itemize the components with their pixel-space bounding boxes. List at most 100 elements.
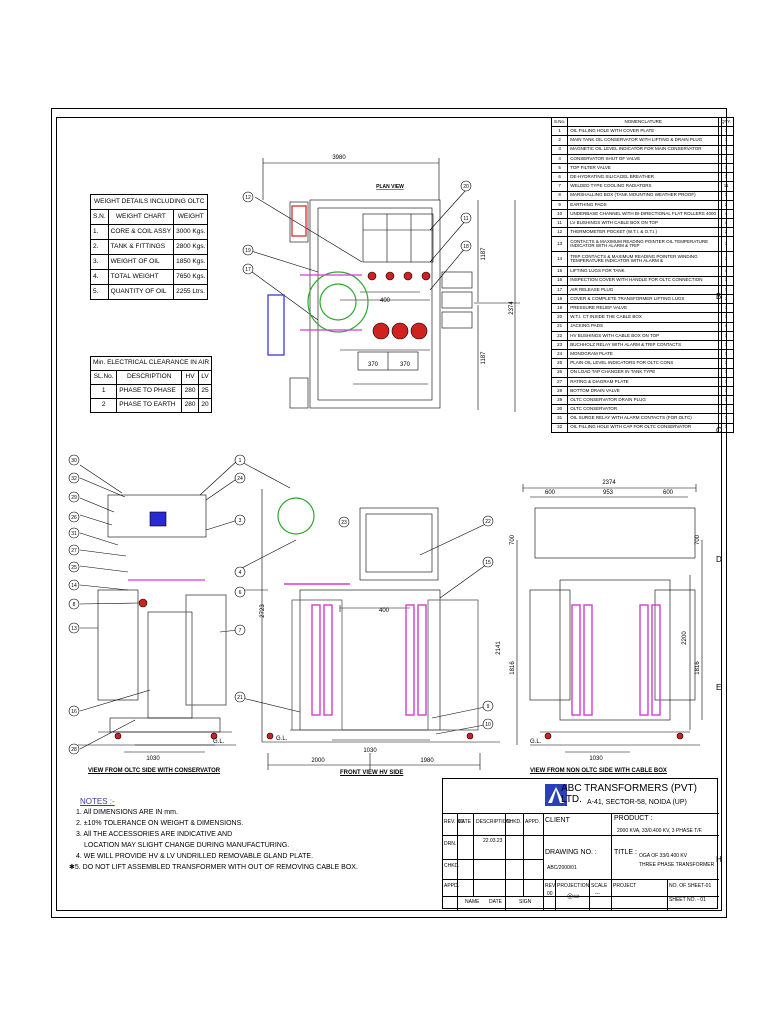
drn-label: DRN. [444,841,457,847]
svg-text:11: 11 [463,216,468,222]
cell: 32 [550,422,569,433]
cell: 22 [550,330,569,341]
cell: RATING & DIAGRAM PLATE [567,376,720,387]
cell: 1 [550,126,569,137]
cell: QUANTITY OF OIL [107,284,175,300]
cell: 2800 Kgs. [173,239,209,255]
dim-right-600a: 600 [545,490,556,496]
cell: TRIP CONTACTS & MAXIMUM READING POINTER … [567,251,720,268]
clearance-col-slno: SL.No. [89,370,118,385]
svg-text:27: 27 [71,548,77,554]
cell: 1 [718,303,734,314]
date2-label: DATE [489,899,502,905]
cell: 1 [89,384,118,399]
chkd-label: CHKD. [506,819,522,825]
cell: OIL FILLING HOLE WITH CAP FOR OLTC CONSE… [567,422,720,433]
cell: MONOGRAM PLATE [567,349,720,360]
dim-front-pitch: 400 [379,608,390,614]
cell: CONTACTS & MAXIMUM READING POINTER OIL T… [567,236,720,253]
clearance-col-desc: DESCRIPTION [116,370,183,385]
cell: 14 [550,251,569,268]
cell: 1 [718,385,734,397]
front-view-hv [237,459,500,770]
cell: PHASE TO EARTH [116,398,183,413]
cell: OLTC CONSERVATOR DRAIN PLUG [567,395,720,406]
cell: 31 [550,413,569,424]
plan-view [247,158,520,412]
cell: BOTTOM DRAIN VALVE [567,385,720,397]
cell: 1 [718,413,734,424]
cell: 5 [550,162,569,174]
dim-right-1816a: 1816 [510,661,516,675]
gl-label-front: G.L. [276,736,288,742]
cell: 1 [718,172,734,183]
svg-text:17: 17 [245,267,251,273]
cell: 7650 Kgs. [173,269,209,285]
cell: 280 [181,384,199,399]
cell: 4 [718,321,734,332]
dim-front-base: 1030 [363,748,377,754]
drn-date: 22.03.23 [483,838,503,844]
cell: 1 [718,251,734,268]
cell: 1 [718,395,734,406]
dim-right-700a: 700 [510,534,516,545]
name-label: NAME [465,899,480,905]
cell: 1 [718,135,734,146]
svg-text:32: 32 [71,476,77,482]
plan-view-label: PLAN VIEW [376,184,404,190]
cell: OLTC CONSERVATOR [567,404,720,415]
cell: 1 [718,236,734,253]
svg-text:12: 12 [245,195,251,201]
title-value-2: THREE PHASE TRANSFORMER [639,862,715,868]
description-label: DESCRIPTION [476,819,511,825]
cell: JACKING PADS [567,321,720,332]
projection-label: PROJECTION [557,883,590,889]
cell: DE-HYDRATING SILICAGEL BREATHER [567,172,720,183]
cell: 26 [550,367,569,378]
dim-front-height: 2723 [260,604,266,618]
cell: BUCHHOLZ RELAY WITH ALARM & TRIP CONTACT… [567,339,720,351]
cell: 13 [550,236,569,253]
svg-text:26: 26 [71,515,77,521]
cell: 28 [550,385,569,397]
appd-label: APPD. [525,819,541,825]
no-of-sheets: NO. OF SHEET-01 [669,883,712,889]
rev-no-label: REV. NO. [444,819,466,825]
cell: 1 [718,312,734,323]
svg-text:14: 14 [71,583,77,589]
drawing-sheet-border [51,108,727,918]
side-conservator-view-label: VIEW FROM OLTC SIDE WITH CONSERVATOR [88,768,221,774]
dim-right-2200: 2200 [682,631,688,645]
notes-heading: NOTES :- [80,797,115,806]
cell: 4 [718,208,734,220]
cell: COVER & COMPLETE TRANSFORMER LIFTING LUG… [567,293,720,305]
cell: AIR RELEASE PLUG [567,284,720,296]
svg-text:24: 24 [237,476,243,482]
weight-details-table: WEIGHT DETAILS INCLUDING OLTC S.N. WEIGH… [89,194,209,300]
svg-text:1: 1 [239,458,242,464]
side-view-conservator [78,459,239,753]
side-cable-view-label: VIEW FROM NON OLTC SIDE WITH CABLE BOX [530,768,667,774]
product-value: 2000 KVA, 33/0.400 KV, 3 PHASE T/F. [617,828,703,834]
drawing-no-value: ABC/2000/01 [547,865,577,871]
cell: OIL FILLING HOLE WITH COVER PLATE [567,126,720,137]
cell: 20 [550,312,569,323]
dim-plan-pitch: 400 [380,298,391,304]
dim-front-right: 1980 [420,758,434,764]
note-4: 4. WE WILL PROVIDE HV & LV UNDRILLED REM… [76,853,314,860]
